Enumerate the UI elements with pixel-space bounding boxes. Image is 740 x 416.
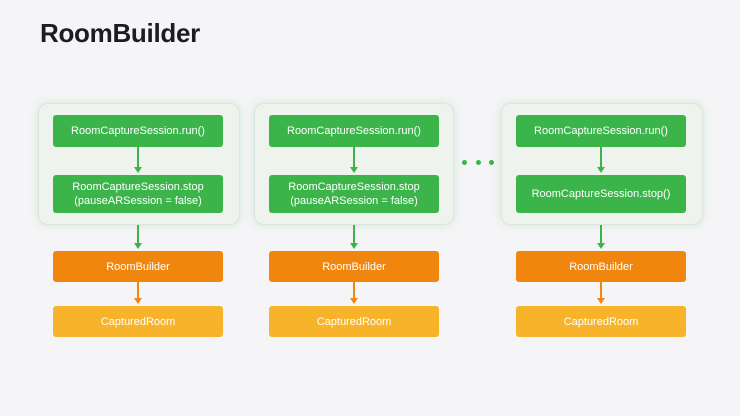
run-box: RoomCaptureSession.run() — [269, 115, 439, 147]
arrow-builder-to-captured — [597, 282, 605, 304]
arrow-run-to-stop — [134, 147, 142, 173]
arrow-builder-to-captured — [350, 282, 358, 304]
stop-box: RoomCaptureSession.stop (pauseARSession … — [269, 175, 439, 213]
page-title: RoomBuilder — [40, 18, 200, 48]
stop-box: RoomCaptureSession.stop() — [516, 175, 686, 213]
arrow-builder-to-captured — [134, 282, 142, 304]
ellipsis-icon — [462, 158, 494, 166]
stop-box: RoomCaptureSession.stop (pauseARSession … — [53, 175, 223, 213]
run-box: RoomCaptureSession.run() — [53, 115, 223, 147]
capture-column-3: RoomCaptureSession.run() RoomCaptureSess… — [501, 103, 711, 343]
captured-room-box: CapturedRoom — [53, 306, 223, 337]
arrow-run-to-stop — [597, 147, 605, 173]
ellipsis-dot — [489, 159, 494, 165]
arrow-stop-to-builder — [350, 225, 358, 249]
arrow-stop-to-builder — [597, 225, 605, 249]
arrow-run-to-stop — [350, 147, 358, 173]
room-builder-box: RoomBuilder — [516, 251, 686, 282]
ellipsis-dot — [462, 159, 467, 165]
captured-room-box: CapturedRoom — [516, 306, 686, 337]
room-builder-box: RoomBuilder — [53, 251, 223, 282]
run-box: RoomCaptureSession.run() — [516, 115, 686, 147]
capture-column-1: RoomCaptureSession.run() RoomCaptureSess… — [38, 103, 248, 343]
captured-room-box: CapturedRoom — [269, 306, 439, 337]
capture-column-2: RoomCaptureSession.run() RoomCaptureSess… — [254, 103, 464, 343]
arrow-stop-to-builder — [134, 225, 142, 249]
room-builder-box: RoomBuilder — [269, 251, 439, 282]
ellipsis-dot — [475, 159, 481, 165]
